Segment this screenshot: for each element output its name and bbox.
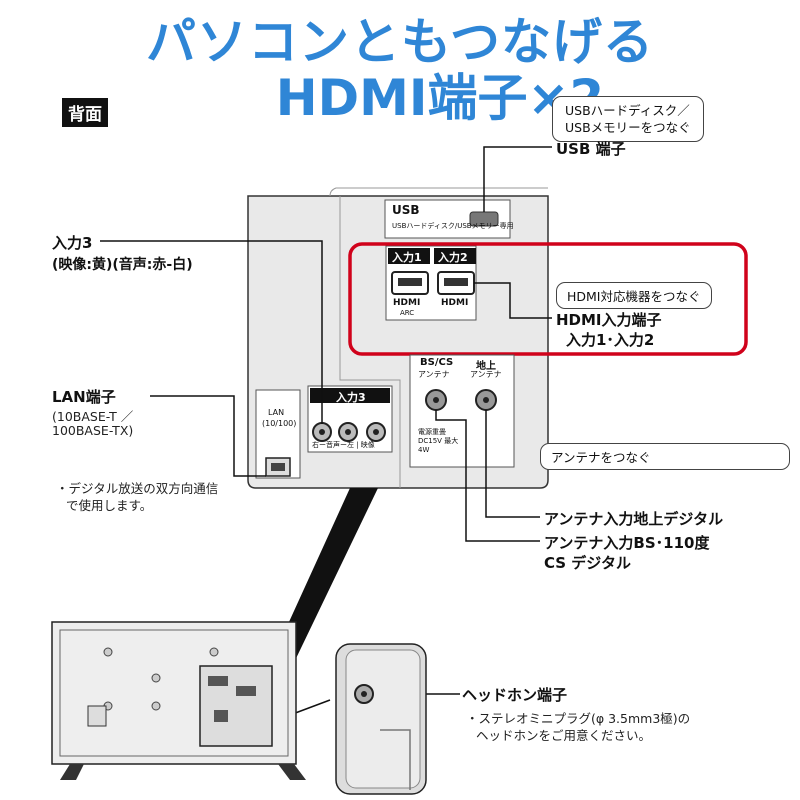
hdmi-tag1-bg <box>388 248 430 264</box>
lan-panel-text1: LAN <box>268 408 285 417</box>
hdmi-logo-2: HDMI <box>441 298 469 308</box>
headphone-label: ヘッドホン端子 <box>462 686 568 704</box>
lan-spec2: 100BASE-TX) <box>52 423 134 438</box>
input3-label-line2: (映像:黄)(音声:赤-白) <box>52 257 193 273</box>
terrestrial-label: アンテナ入力地上デジタル <box>544 510 724 528</box>
input3-panel-tag: 入力3 <box>336 391 366 404</box>
headphone-note2: ヘッドホンをご用意ください。 <box>476 728 652 743</box>
hdmi-tag2-bg <box>434 248 476 264</box>
headphone-note1: ・ステレオミニプラグ(φ 3.5mm3極)の <box>466 711 691 726</box>
lan-spec1: (10BASE-T ／ <box>52 409 134 424</box>
hdmi-tag-2: 入力2 <box>438 251 468 264</box>
hdmi-logo-1-sub: ARC <box>400 309 415 317</box>
input3-label-line1: 入力3 <box>52 234 93 252</box>
lan-label: LAN端子 <box>52 388 116 406</box>
headline-line2: HDMI端子×2 <box>275 69 605 127</box>
antenna-note: アンテナをつなぐ <box>540 443 790 470</box>
section-tag-rear: 背面 <box>62 98 108 127</box>
headline-line1: パソコンともつなげる <box>146 13 654 71</box>
usb-panel-text: USB <box>392 203 420 217</box>
hdmi-note: HDMI対応機器をつなぐ <box>556 282 712 309</box>
usb-note-box: USBハードディスク／ USBメモリーをつなぐ <box>552 96 704 142</box>
lan-note1: ・デジタル放送の双方向通信 <box>56 481 219 496</box>
antenna-power-note: 電源重畳 DC15V 最大4W <box>418 428 459 454</box>
hdmi-tag-1: 入力1 <box>392 251 422 264</box>
usb-panel-sub: USBハードディスク/USBメモリー専用 <box>392 222 514 230</box>
hdmi-logo-1: HDMI <box>393 298 421 308</box>
lan-note2: で使用します。 <box>66 498 153 513</box>
terrestrial-antenna-sub: アンテナ <box>470 370 502 379</box>
bs-antenna-sub: アンテナ <box>418 370 450 379</box>
usb-note-line2: USBメモリーをつなぐ <box>565 120 691 135</box>
terrestrial-antenna-label: 地上 <box>476 361 496 372</box>
input3-panel-sub: 右ー音声ー左 | 映像 <box>312 441 375 449</box>
lan-panel-text2: (10/100) <box>262 419 297 428</box>
hdmi-label-line2: 入力1･入力2 <box>566 331 655 349</box>
antenna-area <box>409 354 515 468</box>
bs-antenna-label: BS/CS <box>420 357 454 368</box>
usb-label: USB 端子 <box>556 140 626 158</box>
bs-label-line1: アンテナ入力BS･110度 <box>544 534 710 552</box>
bs-label-line2: CS デジタル <box>544 554 632 572</box>
hdmi-highlight <box>348 242 748 356</box>
usb-note-line1: USBハードディスク／ <box>565 103 690 118</box>
hdmi-label-line1: HDMI入力端子 <box>556 311 662 329</box>
